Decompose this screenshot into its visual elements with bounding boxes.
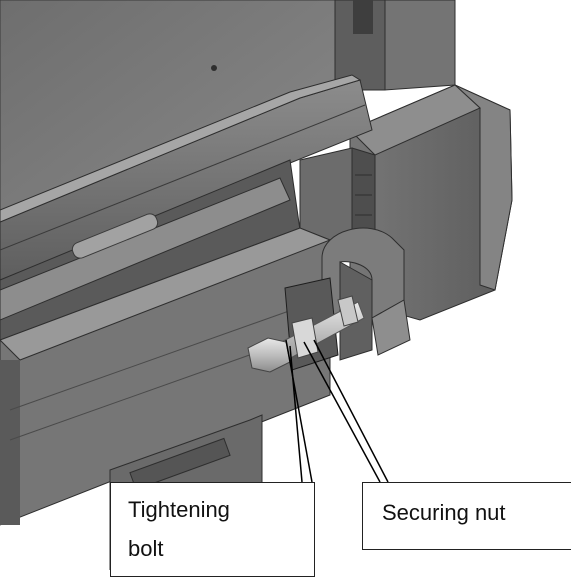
callout-box-securing-nut: [362, 482, 571, 550]
callout-box-tightening-bolt: [110, 482, 315, 577]
callout-label-tightening-bolt-line1: Tightening: [128, 497, 230, 522]
callout-label-securing-nut: Securing nut: [382, 500, 506, 525]
upright-slot: [353, 0, 373, 34]
hinge-rod: [0, 177, 291, 321]
leader-line-bolt: [285, 339, 313, 483]
upright-post-face: [384, 0, 456, 91]
screw-hole: [211, 65, 217, 71]
leader-line-nut: [303, 341, 381, 483]
hinge-knuckle: [71, 213, 159, 259]
callout-label-tightening-bolt-line2: bolt: [128, 536, 164, 561]
upper-beam-top: [0, 74, 362, 223]
securing-nut-shape: [291, 317, 319, 359]
side-frame-top: [349, 84, 481, 156]
